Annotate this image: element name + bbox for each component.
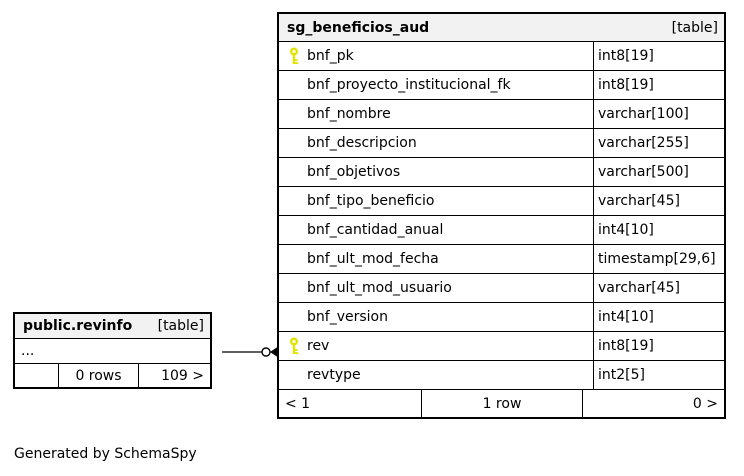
column-name-cell: revtype — [279, 361, 593, 389]
table-title: public.revinfo — [23, 318, 133, 334]
column-name: bnf_cantidad_anual — [307, 222, 444, 238]
column-type: int8[19] — [593, 42, 724, 70]
column-name: bnf_tipo_beneficio — [307, 193, 435, 209]
column-type: timestamp[29,6] — [593, 245, 724, 273]
table-row: bnf_pk int8[19] — [279, 42, 724, 71]
column-type: int4[10] — [593, 216, 724, 244]
table-row: bnf_cantidad_anual int4[10] — [279, 216, 724, 245]
row-count: 1 row — [421, 390, 582, 417]
table-row: bnf_version int4[10] — [279, 303, 724, 332]
column-name: bnf_ult_mod_fecha — [307, 251, 439, 267]
primary-key-icon — [290, 47, 299, 64]
table-type-label: [table] — [157, 318, 204, 334]
parent-count: < 1 — [285, 395, 311, 412]
primary-key-icon — [290, 337, 299, 354]
table-type-label: [table] — [671, 19, 718, 36]
column-name-cell: bnf_ult_mod_fecha — [279, 245, 593, 273]
column-name: bnf_nombre — [307, 106, 391, 122]
column-type: varchar[45] — [593, 274, 724, 302]
column-name: bnf_version — [307, 309, 388, 325]
child-count: 0 > — [582, 390, 724, 417]
column-name: bnf_descripcion — [307, 135, 417, 151]
table-row: rev int8[19] — [279, 332, 724, 361]
table-public-revinfo: public.revinfo [table] ... 0 rows 109 > — [13, 312, 212, 389]
column-name: rev — [307, 338, 330, 354]
column-type: int4[10] — [593, 303, 724, 331]
column-name-cell: bnf_tipo_beneficio — [279, 187, 593, 215]
column-type: varchar[500] — [593, 158, 724, 186]
table-header-public-revinfo[interactable]: public.revinfo [table] — [15, 314, 210, 339]
table-row: revtype int2[5] — [279, 361, 724, 390]
column-name: revtype — [307, 367, 361, 383]
column-name-cell: bnf_ult_mod_usuario — [279, 274, 593, 302]
column-name-cell: bnf_version — [279, 303, 593, 331]
table-row: bnf_nombre varchar[100] — [279, 100, 724, 129]
table-row: bnf_ult_mod_usuario varchar[45] — [279, 274, 724, 303]
generated-by-label: Generated by SchemaSpy — [14, 446, 197, 462]
column-name: bnf_proyecto_institucional_fk — [307, 77, 511, 93]
collapsed-columns-row: ... — [15, 339, 210, 364]
column-name-cell: bnf_descripcion — [279, 129, 593, 157]
child-count: 109 > — [138, 364, 210, 387]
table-row: bnf_proyecto_institucional_fk int8[19] — [279, 71, 724, 100]
table-title: sg_beneficios_aud — [287, 19, 430, 36]
row-count: 0 rows — [58, 364, 138, 387]
column-name: bnf_pk — [307, 48, 354, 64]
primary-key-icon — [289, 337, 307, 356]
column-name: bnf_ult_mod_usuario — [307, 280, 452, 296]
column-type: int2[5] — [593, 361, 724, 389]
table-header-sg-beneficios-aud[interactable]: sg_beneficios_aud [table] — [279, 14, 724, 42]
table-sg-beneficios-aud: sg_beneficios_aud [table] bnf_pk int8[19]… — [277, 12, 726, 419]
column-type: int8[19] — [593, 332, 724, 360]
table-row: bnf_objetivos varchar[500] — [279, 158, 724, 187]
column-name-cell: rev — [279, 332, 593, 360]
column-name: bnf_objetivos — [307, 164, 401, 180]
column-name-cell: bnf_cantidad_anual — [279, 216, 593, 244]
table-row: bnf_descripcion varchar[255] — [279, 129, 724, 158]
table-footer: 0 rows 109 > — [15, 364, 210, 387]
table-footer: < 1 1 row 0 > — [279, 390, 724, 417]
column-type: varchar[255] — [593, 129, 724, 157]
column-type: int8[19] — [593, 71, 724, 99]
table-row: bnf_tipo_beneficio varchar[45] — [279, 187, 724, 216]
table-row: bnf_ult_mod_fecha timestamp[29,6] — [279, 245, 724, 274]
relationship-connector-icon — [222, 346, 279, 358]
parent-count — [15, 364, 58, 387]
column-name-cell: bnf_pk — [279, 42, 593, 70]
column-name-cell: bnf_nombre — [279, 100, 593, 128]
column-type: varchar[100] — [593, 100, 724, 128]
column-name-cell: bnf_proyecto_institucional_fk — [279, 71, 593, 99]
primary-key-icon — [289, 47, 307, 66]
column-name-cell: bnf_objetivos — [279, 158, 593, 186]
column-type: varchar[45] — [593, 187, 724, 215]
